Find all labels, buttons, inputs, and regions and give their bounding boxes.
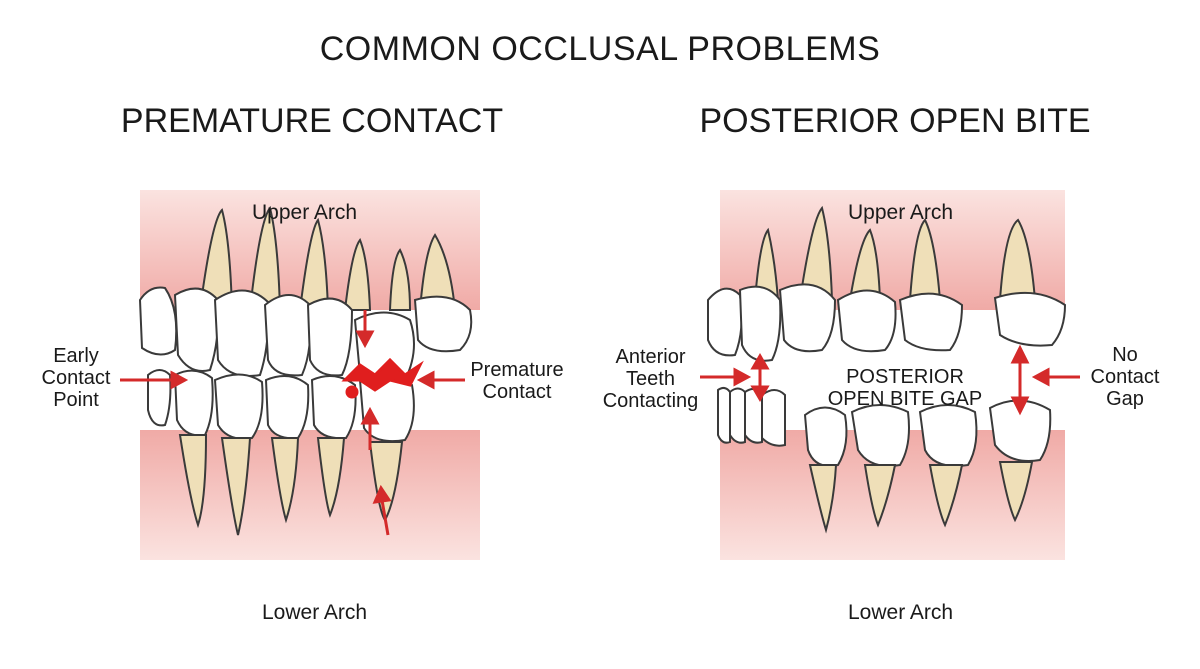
upper-roots bbox=[753, 205, 1037, 301]
lower-arch-label-right: Lower Arch bbox=[848, 601, 954, 624]
upper-arch-label-left: Upper Arch bbox=[252, 201, 358, 224]
upper-crowns bbox=[707, 283, 1067, 362]
posterior-open-bite-illustration bbox=[700, 190, 1080, 560]
lower-gum bbox=[720, 430, 1065, 560]
lower-arch-label-left: Lower Arch bbox=[262, 601, 368, 624]
posterior-open-bite-gap-label: POSTERIOR OPEN BITE GAP bbox=[827, 366, 983, 410]
premature-contact-mark bbox=[341, 357, 424, 399]
early-contact-point-label: Early Contact Point bbox=[41, 345, 111, 411]
premature-contact-label: Premature Contact bbox=[470, 359, 564, 403]
upper-arch-label-right: Upper Arch bbox=[848, 201, 954, 224]
premature-contact-illustration bbox=[120, 190, 480, 560]
contact-arrows bbox=[120, 310, 465, 536]
anterior-teeth-contacting-label: Anterior Teeth Contacting bbox=[602, 346, 699, 412]
lower-roots bbox=[808, 461, 1034, 534]
gap-arrows bbox=[700, 344, 1080, 416]
lower-roots bbox=[178, 434, 404, 536]
no-contact-gap-label: No Contact Gap bbox=[1090, 344, 1160, 410]
upper-roots bbox=[198, 205, 457, 311]
lower-crowns bbox=[717, 386, 1052, 467]
panel-title-posterior-open-bite: POSTERIOR OPEN BITE bbox=[699, 102, 1091, 140]
upper-crowns bbox=[138, 286, 473, 385]
diagram-title: COMMON OCCLUSAL PROBLEMS bbox=[319, 30, 881, 68]
lower-crowns bbox=[147, 369, 415, 443]
panel-title-premature-contact: PREMATURE CONTACT bbox=[120, 102, 504, 140]
